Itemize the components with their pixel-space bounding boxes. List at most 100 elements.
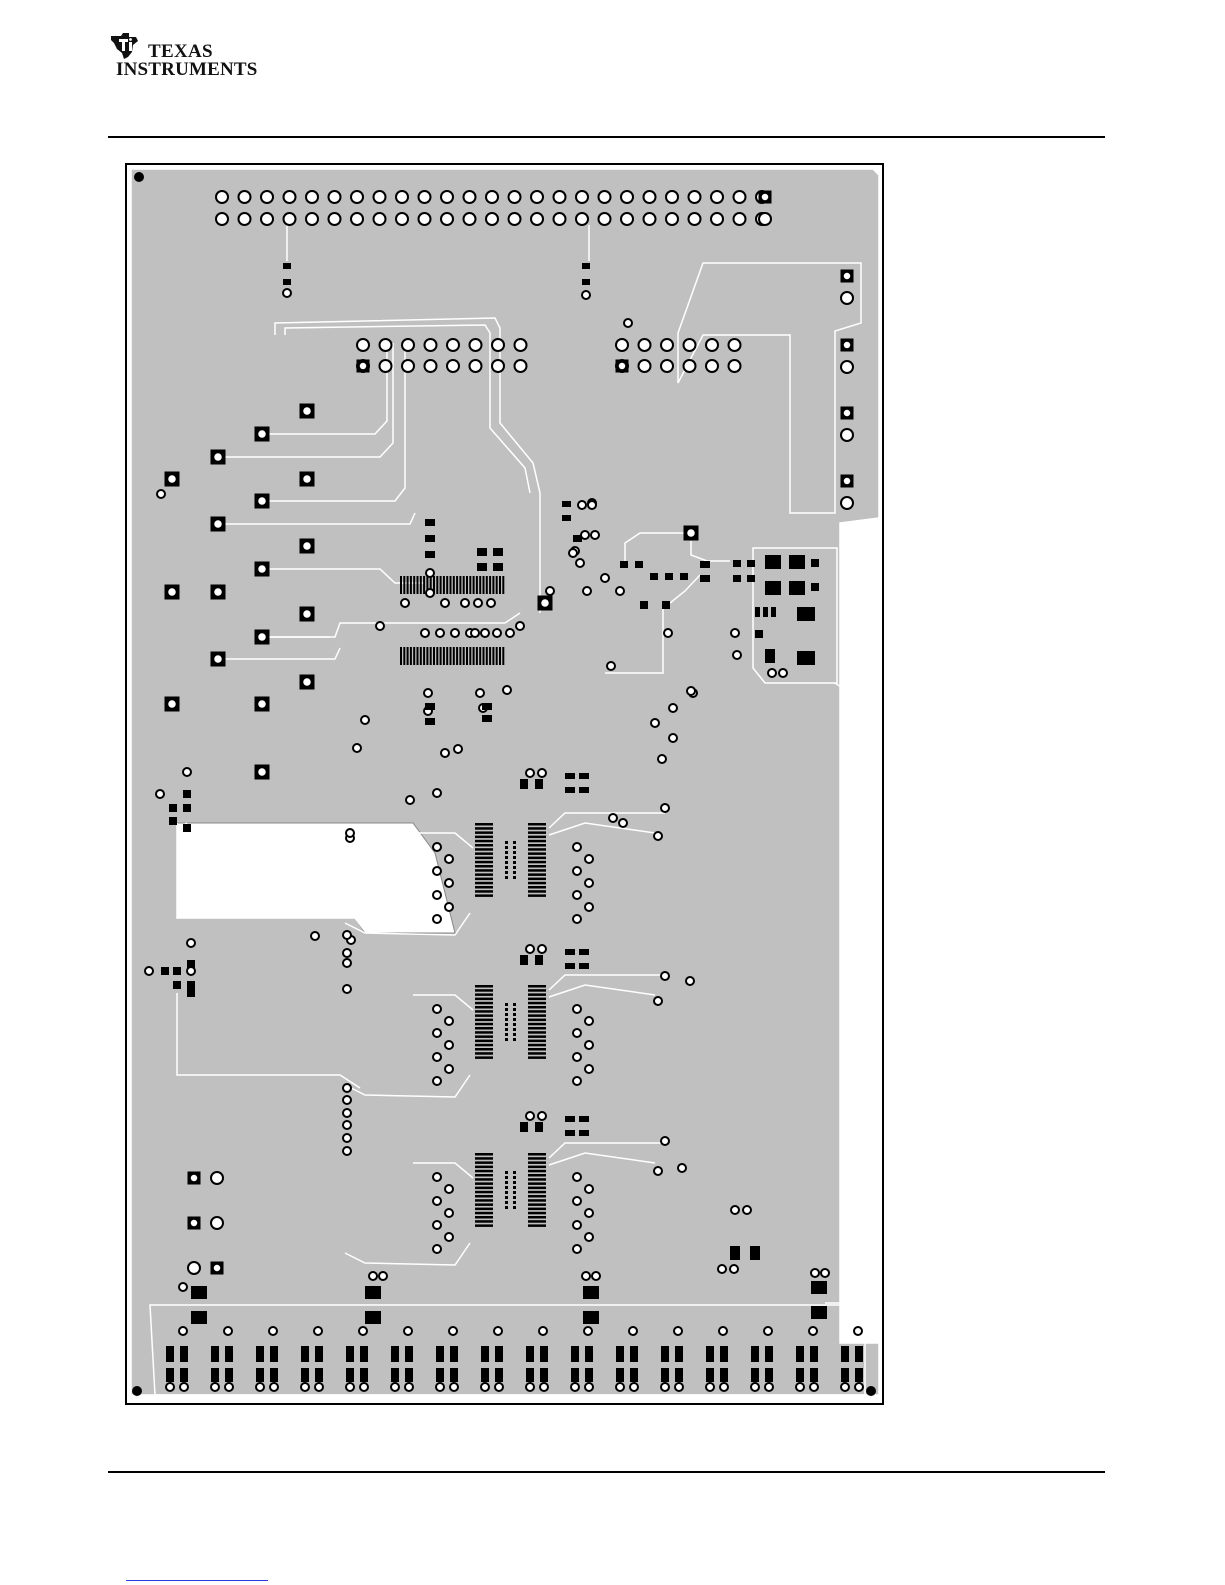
via-pad — [764, 1327, 772, 1335]
via-pad — [654, 1167, 662, 1175]
via-pad — [441, 191, 453, 203]
smd-pad — [528, 1035, 546, 1038]
smd-pad — [453, 576, 455, 594]
via-pad — [599, 191, 611, 203]
via-pad — [433, 1077, 441, 1085]
via-pad — [706, 339, 718, 351]
via-pad — [734, 213, 746, 225]
smd-pad — [180, 1346, 188, 1362]
smd-pad — [810, 1346, 818, 1362]
smd-pad — [456, 647, 458, 665]
via-pad — [380, 360, 392, 372]
via-pad — [585, 1383, 593, 1391]
smd-pad — [528, 886, 546, 889]
smd-pad — [796, 1346, 804, 1362]
via-pad — [768, 669, 776, 677]
via-pad — [571, 1383, 579, 1391]
via-pad — [661, 1137, 669, 1145]
smd-pad — [505, 1038, 508, 1041]
smd-pad — [446, 647, 448, 665]
via-pad — [343, 985, 351, 993]
via-pad — [306, 191, 318, 203]
via-pad — [441, 599, 449, 607]
via-pad — [585, 879, 593, 887]
via-pad — [855, 1383, 863, 1391]
smd-pad — [443, 647, 445, 665]
smd-pad — [733, 560, 741, 567]
smd-pad — [420, 647, 422, 665]
smd-pad — [528, 827, 546, 830]
smd-pad — [502, 576, 504, 594]
via-pad — [492, 339, 504, 351]
via-pad — [661, 804, 669, 812]
via-pad — [216, 213, 228, 225]
smd-pad — [469, 576, 471, 594]
via-pad — [687, 687, 695, 695]
via-pad — [374, 213, 386, 225]
via-pad — [180, 1383, 188, 1391]
via-pad — [343, 1121, 351, 1129]
via-pad — [811, 1269, 819, 1277]
smd-pad — [477, 548, 487, 556]
smd-pad — [436, 1368, 444, 1382]
smd-pad — [811, 1281, 827, 1294]
smd-pad — [475, 1031, 493, 1034]
smd-pad — [475, 1027, 493, 1030]
smd-pad — [450, 1346, 458, 1362]
via-pad — [433, 1053, 441, 1061]
via-pad — [157, 490, 165, 498]
smd-pad — [256, 1368, 264, 1382]
via-pad — [360, 1383, 368, 1391]
smd-pad — [481, 1368, 489, 1382]
smd-pad — [528, 1191, 546, 1194]
smd-pad — [482, 715, 492, 722]
via-pad — [464, 191, 476, 203]
smd-pad — [466, 576, 468, 594]
via-pad — [188, 1262, 200, 1274]
smd-pad — [528, 1212, 546, 1215]
smd-pad — [755, 607, 760, 617]
via-pad — [731, 1206, 739, 1214]
via-pad — [616, 1383, 624, 1391]
square-pad-hole — [214, 655, 222, 663]
smd-pad — [475, 985, 493, 988]
smd-pad — [440, 647, 442, 665]
via-pad — [506, 629, 514, 637]
via-pad — [592, 1272, 600, 1280]
via-pad — [269, 1327, 277, 1335]
smd-pad — [475, 1166, 493, 1169]
smd-pad — [477, 563, 487, 571]
smd-pad — [450, 1368, 458, 1382]
smd-pad — [520, 779, 528, 789]
via-pad — [779, 669, 787, 677]
via-pad — [711, 191, 723, 203]
via-pad — [546, 587, 554, 595]
via-pad — [616, 339, 628, 351]
smd-pad — [528, 878, 546, 881]
via-pad — [582, 291, 590, 299]
smd-pad — [475, 852, 493, 855]
smd-pad — [579, 773, 589, 779]
smd-pad — [513, 851, 516, 854]
smd-pad — [475, 1002, 493, 1005]
smd-pad — [256, 1346, 264, 1362]
via-pad — [581, 531, 589, 539]
via-pad — [402, 339, 414, 351]
smd-pad — [811, 559, 819, 567]
smd-pad — [191, 1311, 207, 1324]
via-pad — [419, 213, 431, 225]
smd-pad — [183, 804, 191, 812]
smd-pad — [520, 1122, 528, 1132]
via-pad — [445, 855, 453, 863]
smd-pad — [528, 865, 546, 868]
via-pad — [661, 972, 669, 980]
via-pad — [711, 213, 723, 225]
smd-pad — [571, 1346, 579, 1362]
via-pad — [471, 629, 479, 637]
smd-pad — [513, 861, 516, 864]
smd-pad — [475, 878, 493, 881]
smd-pad — [433, 647, 435, 665]
via-pad — [585, 1065, 593, 1073]
smd-pad — [475, 1040, 493, 1043]
via-pad — [509, 213, 521, 225]
